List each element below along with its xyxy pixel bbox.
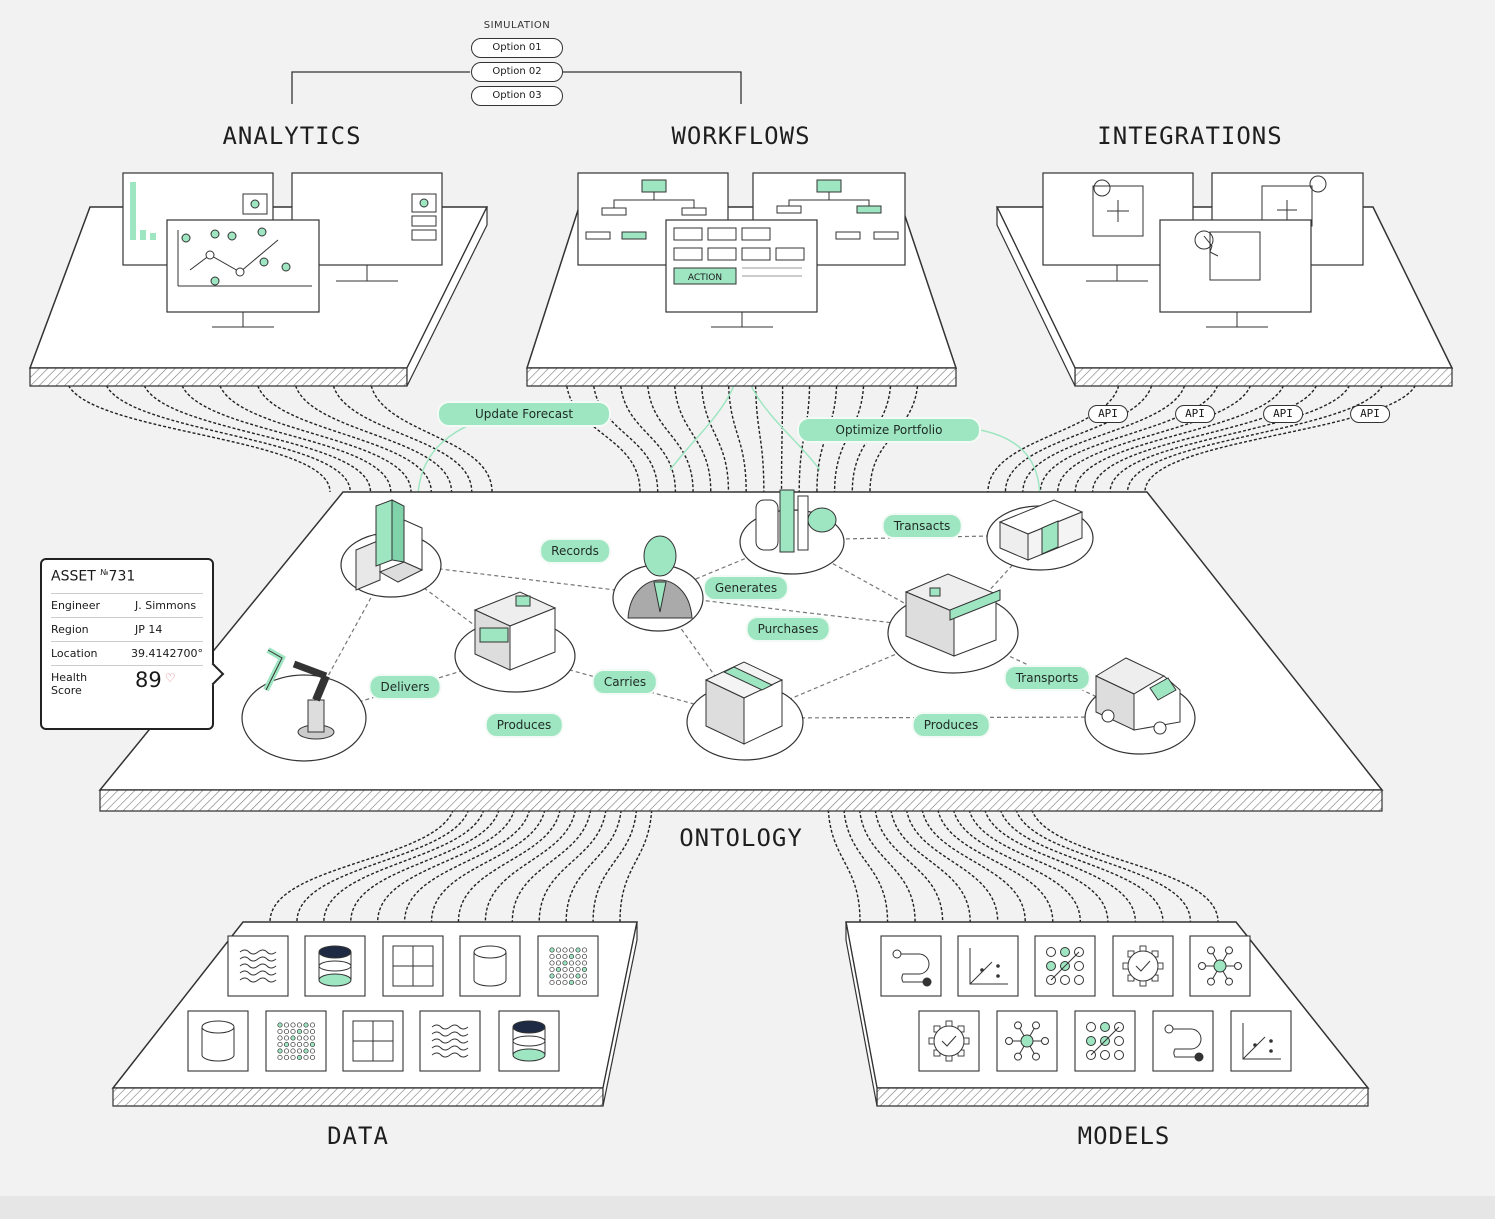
relation-produces-right: Produces	[911, 712, 991, 738]
relation-records: Records	[539, 538, 611, 564]
cables-integrations	[987, 375, 1419, 493]
analytics-title: ANALYTICS	[222, 122, 362, 150]
simulation-option-03[interactable]: Option 03	[471, 86, 563, 106]
cylinder-icon	[459, 935, 521, 997]
network-grid-icon	[1034, 935, 1096, 997]
grid-icon	[342, 1010, 404, 1072]
data-platform	[111, 921, 638, 1107]
storefront-icon	[887, 573, 1019, 674]
data-tiles	[187, 935, 599, 1072]
asset-row-value: JP 14	[135, 622, 163, 636]
asset-row-health: Health Score 89♡	[51, 664, 203, 702]
asset-health-label: Health Score	[51, 670, 88, 697]
cables-data	[269, 799, 653, 923]
api-pill-3: API	[1263, 405, 1303, 423]
relation-transports: Transports	[1003, 665, 1091, 691]
simulation-title: SIMULATION	[483, 20, 551, 31]
gear-check-icon	[1112, 935, 1174, 997]
dot-matrix-icon	[537, 935, 599, 997]
asset-health-value-wrap: 89♡	[135, 667, 203, 697]
grid-icon	[382, 935, 444, 997]
cables-analytics	[65, 375, 493, 493]
cash-stack-icon	[986, 499, 1094, 571]
cylinder-icon	[187, 1010, 249, 1072]
analytics-platform	[28, 172, 489, 387]
asset-row-value: 39.4142700°	[131, 646, 203, 660]
person-icon	[612, 535, 704, 632]
api-pill-1: API	[1088, 405, 1128, 423]
hub-icon	[996, 1010, 1058, 1072]
asset-row-location: Location 39.4142700°	[51, 640, 203, 665]
simulation-connector	[291, 71, 742, 104]
warehouse-icon	[454, 591, 576, 693]
update-forecast-tag: Update Forecast	[437, 401, 611, 427]
gear-check-icon	[918, 1010, 980, 1072]
relation-purchases: Purchases	[745, 616, 831, 642]
data-title: DATA	[327, 1122, 389, 1150]
asset-row-engineer: Engineer J. Simmons	[51, 592, 203, 617]
box-icon	[686, 661, 804, 761]
refinery-icon	[739, 489, 845, 575]
integration-monitor-front	[1159, 219, 1312, 328]
page-bottom-strip	[0, 1196, 1495, 1219]
workflows-title: WORKFLOWS	[671, 122, 811, 150]
path-icon	[880, 935, 942, 997]
asset-row-value: J. Simmons	[135, 598, 197, 612]
integrations-platform	[995, 172, 1454, 387]
asset-row-key: Engineer	[51, 598, 100, 612]
cylinder-accent-icon	[498, 1010, 560, 1072]
relation-delivers: Delivers	[368, 674, 442, 700]
cylinder-accent-icon	[304, 935, 366, 997]
model-tiles	[880, 935, 1292, 1072]
dot-matrix-icon	[265, 1010, 327, 1072]
analytics-monitor-front	[166, 219, 320, 328]
ontology-title: ONTOLOGY	[679, 824, 803, 852]
simulation-option-01[interactable]: Option 01	[471, 38, 563, 58]
robot-arm-icon	[241, 647, 367, 762]
waves-icon	[419, 1010, 481, 1072]
asset-row-key: Location	[51, 646, 98, 660]
scatter-icon	[957, 935, 1019, 997]
models-platform	[845, 921, 1370, 1107]
relation-generates: Generates	[702, 575, 790, 601]
relation-transacts: Transacts	[881, 513, 963, 539]
path-icon	[1152, 1010, 1214, 1072]
asset-row-region: Region JP 14	[51, 616, 203, 641]
api-pill-2: API	[1175, 405, 1215, 423]
workflow-monitor-front: ACTION	[665, 219, 818, 328]
asset-row-key: Region	[51, 622, 89, 636]
cables-models	[827, 799, 1219, 923]
integrations-title: INTEGRATIONS	[1097, 122, 1283, 150]
ontology-objects	[241, 489, 1196, 762]
asset-number-prefix: №	[100, 568, 109, 577]
waves-icon	[227, 935, 289, 997]
network-grid-icon	[1074, 1010, 1136, 1072]
optimize-portfolio-tag: Optimize Portfolio	[797, 417, 981, 443]
asset-card[interactable]: ASSET №731 Engineer J. Simmons Region JP…	[40, 558, 225, 730]
asset-health-score: 89	[135, 667, 162, 692]
relation-produces-left: Produces	[484, 712, 564, 738]
simulation-option-02[interactable]: Option 02	[471, 62, 563, 82]
asset-label: ASSET	[51, 568, 96, 585]
hub-icon	[1189, 935, 1251, 997]
workflow-action-label: ACTION	[688, 273, 722, 283]
relation-carries: Carries	[591, 669, 659, 695]
workflows-platform: ACTION	[525, 172, 958, 387]
models-title: MODELS	[1077, 1122, 1171, 1150]
api-pill-4: API	[1350, 405, 1390, 423]
asset-number: 731	[108, 568, 136, 585]
truck-icon	[1084, 657, 1196, 755]
asset-title: ASSET №731	[51, 568, 203, 585]
scatter-icon	[1230, 1010, 1292, 1072]
heart-icon: ♡	[164, 670, 176, 685]
factory-icon	[340, 499, 442, 598]
